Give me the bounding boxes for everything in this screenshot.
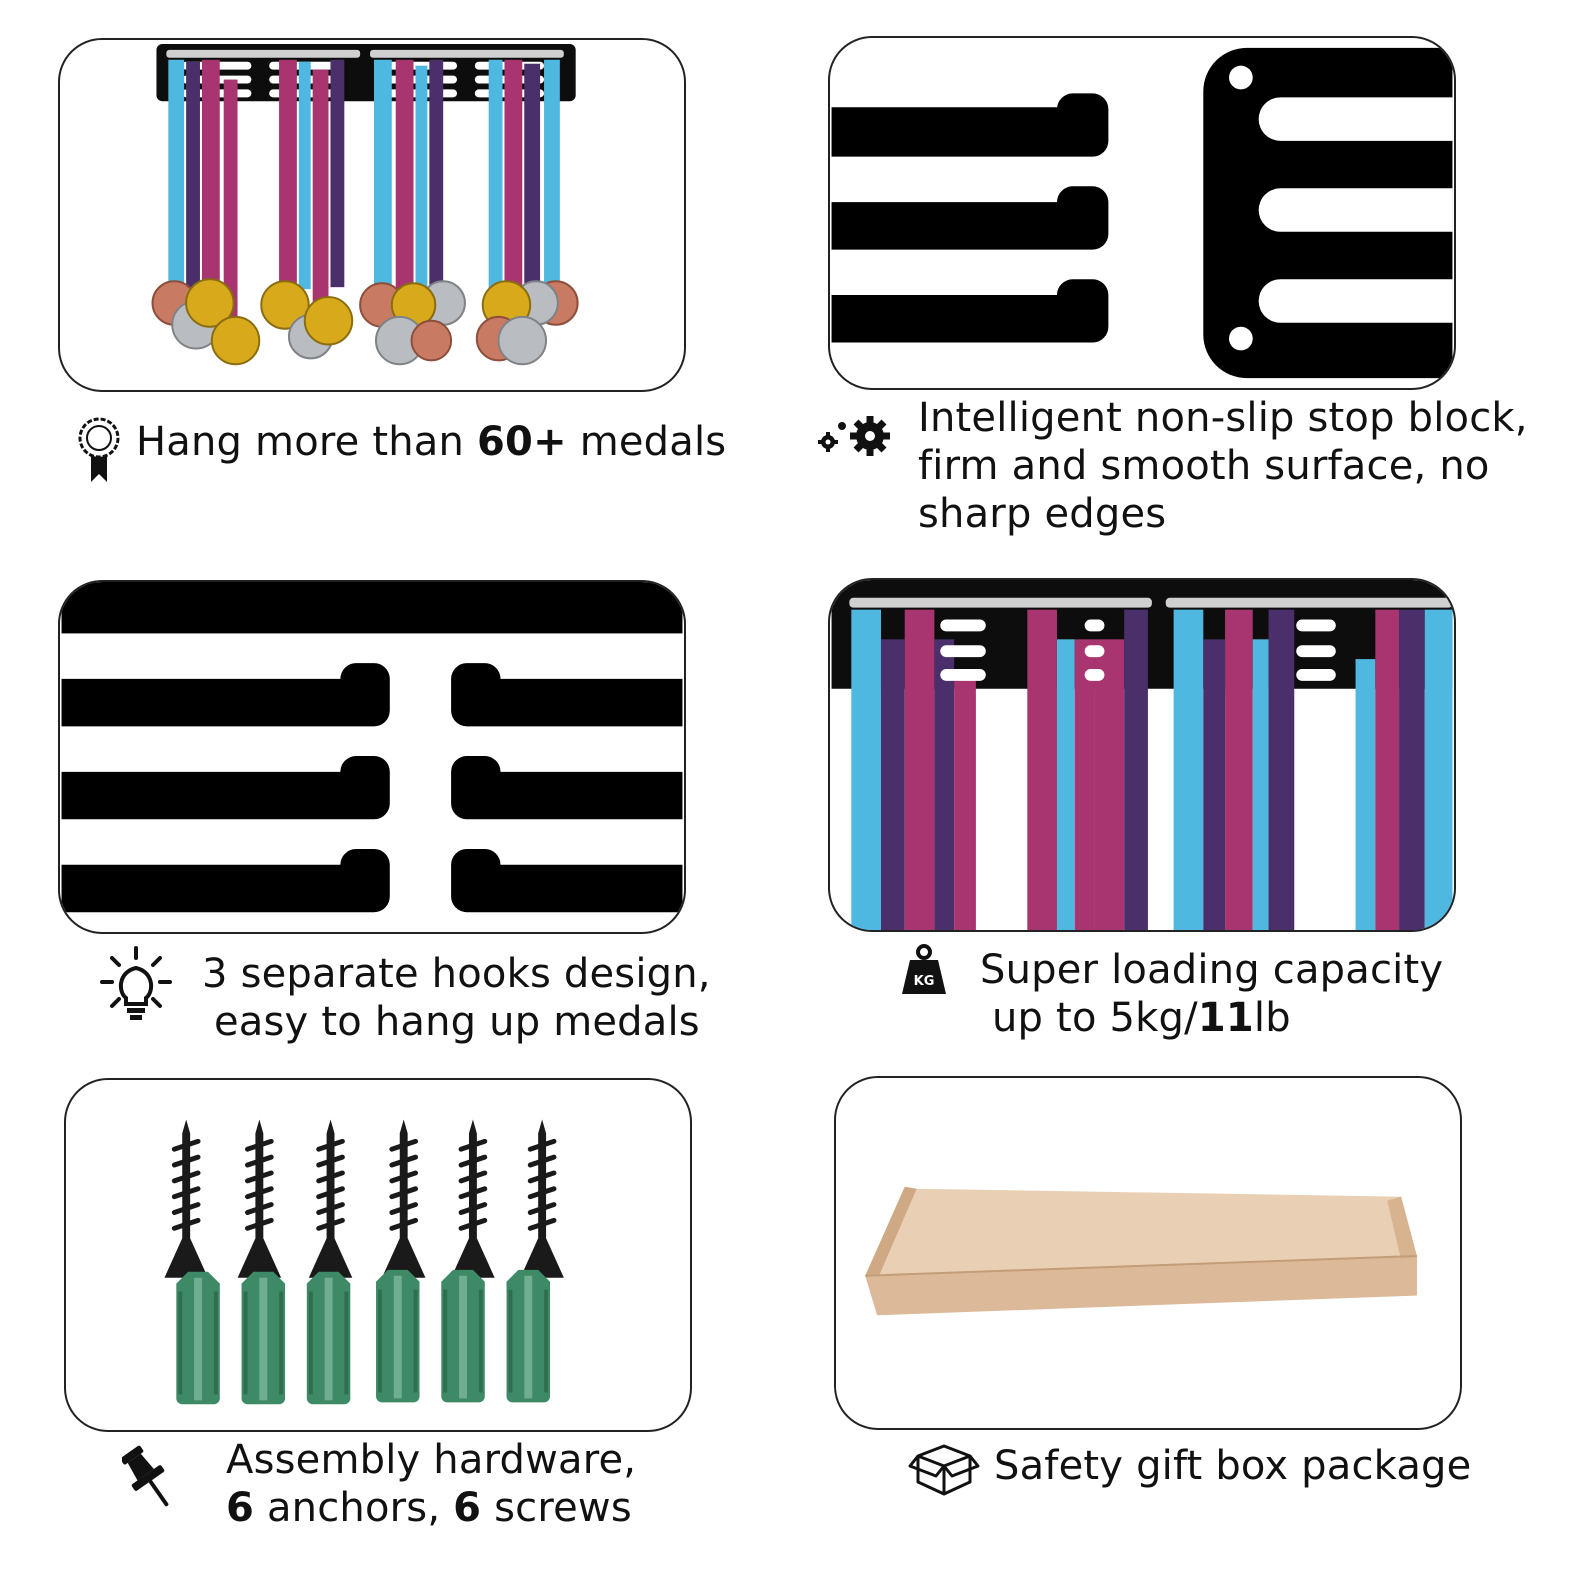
caption-bold: 60+ bbox=[477, 419, 567, 465]
kg-label: KG bbox=[914, 974, 935, 989]
panel-medal-rack bbox=[58, 38, 686, 392]
caption-text: screws bbox=[481, 1485, 632, 1531]
caption-line: Intelligent non-slip stop block, bbox=[918, 395, 1528, 441]
caption-text: Hang more than bbox=[136, 419, 477, 465]
caption-line: Assembly hardware, bbox=[226, 1437, 637, 1483]
caption-line: Safety gift box package bbox=[994, 1443, 1472, 1489]
feature-caption-hooks: 3 separate hooks design, easy to hang up… bbox=[202, 950, 711, 1046]
caption-line: up to 5kg/11lb bbox=[980, 994, 1443, 1042]
caption-line: Super loading capacity bbox=[980, 947, 1444, 993]
caption-line: 3 separate hooks design, bbox=[202, 951, 711, 997]
panel-gift-box bbox=[834, 1076, 1462, 1430]
box-icon bbox=[908, 1440, 980, 1496]
caption-line: easy to hang up medals bbox=[214, 999, 700, 1045]
caption-line: sharp edges bbox=[918, 491, 1167, 537]
caption-line: Hang more than 60+ medals bbox=[136, 418, 726, 466]
caption-line: firm and smooth surface, no bbox=[918, 443, 1490, 489]
gears-icon bbox=[814, 412, 894, 462]
feature-caption-capacity: Super loading capacity up to 5kg/11lb bbox=[980, 946, 1443, 1042]
pushpin-icon bbox=[122, 1444, 174, 1512]
hooks-design-illustration bbox=[61, 582, 683, 913]
hardware-illustration bbox=[66, 1080, 690, 1405]
caption-bold: 11 bbox=[1197, 995, 1254, 1041]
gift-box-illustration bbox=[865, 1186, 1417, 1316]
panel-stop-block bbox=[828, 36, 1456, 390]
feature-caption-gift-box: Safety gift box package bbox=[994, 1442, 1471, 1490]
caption-bold: 6 bbox=[453, 1485, 482, 1531]
medal-ribbon-icon bbox=[74, 414, 124, 484]
caption-line: 6 anchors, 6 screws bbox=[226, 1484, 636, 1532]
feature-caption-medals: Hang more than 60+ medals bbox=[136, 418, 726, 466]
ribbons-illustration bbox=[831, 580, 1453, 930]
medal-rack-illustration bbox=[151, 43, 579, 366]
weight-kg-icon: KG bbox=[900, 944, 948, 996]
caption-text: up to 5kg/ bbox=[992, 995, 1198, 1041]
panel-hooks-design bbox=[58, 580, 686, 934]
panel-assembly-hardware bbox=[64, 1078, 692, 1432]
lightbulb-icon bbox=[100, 946, 172, 1022]
caption-text: medals bbox=[566, 419, 727, 465]
caption-bold: 6 bbox=[226, 1485, 255, 1531]
panel-loading-capacity bbox=[828, 578, 1456, 932]
stop-block-illustration bbox=[831, 47, 1453, 379]
feature-caption-hardware: Assembly hardware, 6 anchors, 6 screws bbox=[226, 1436, 636, 1532]
caption-text: lb bbox=[1253, 995, 1291, 1041]
caption-text: anchors, bbox=[254, 1485, 454, 1531]
feature-caption-stop-block: Intelligent non-slip stop block, firm an… bbox=[918, 394, 1528, 538]
